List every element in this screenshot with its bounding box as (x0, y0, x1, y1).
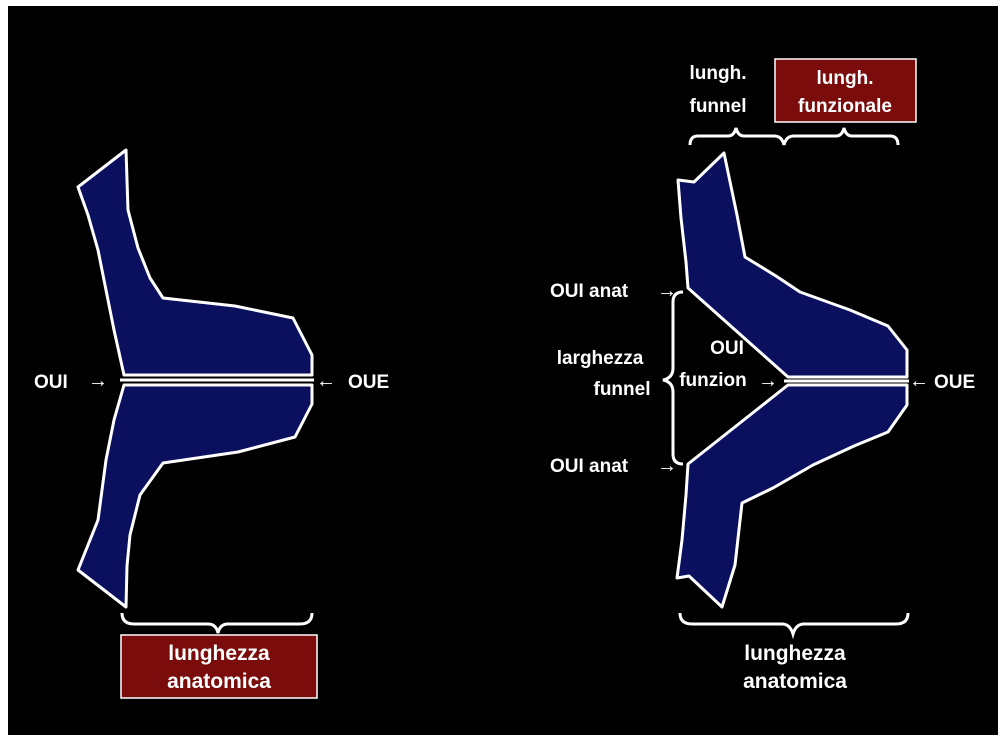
oui-funzion-label-line1: OUI (710, 338, 744, 359)
right-oue-arrow: ← (909, 370, 929, 392)
left-length-label-line2: anatomica (167, 670, 271, 693)
right-cervix-lower-shape (677, 385, 907, 607)
left-cervix-lower-shape (78, 385, 312, 607)
left-oue-arrow: ← (316, 370, 336, 392)
left-oui-arrow: → (88, 370, 108, 392)
oui-funzion-arrow: → (758, 370, 778, 392)
right-length-brace (680, 613, 908, 634)
left-length-label-line1: lunghezza (168, 642, 270, 665)
left-cervix-diagram: OUI → ← OUE lunghezza anatomica (34, 150, 389, 698)
funnel-length-brace (690, 128, 784, 145)
funnel-width-label-line1: larghezza (557, 348, 644, 369)
left-oue-label: OUE (348, 372, 389, 393)
funnel-length-label-line2: funnel (690, 96, 747, 117)
left-cervix-upper-shape (78, 150, 312, 375)
oui-anat-top-label: OUI anat (550, 281, 629, 302)
funnel-length-label-line1: lungh. (690, 63, 747, 84)
right-length-label-line1: lunghezza (744, 642, 846, 665)
left-oui-label: OUI (34, 372, 68, 393)
right-length-label-line2: anatomica (743, 670, 847, 693)
functional-length-brace (784, 128, 898, 145)
functional-length-label-line2: funzionale (798, 96, 892, 117)
funnel-width-label-line2: funnel (594, 379, 651, 400)
functional-length-label-line1: lungh. (817, 68, 874, 89)
right-oue-label: OUE (934, 372, 975, 393)
right-cervix-diagram: lungh. funnel lungh. funzionale OUI anat… (550, 59, 975, 693)
oui-funzion-label-line2: funzion (679, 370, 747, 391)
oui-anat-bottom-label: OUI anat (550, 456, 629, 477)
left-length-brace (122, 613, 312, 633)
